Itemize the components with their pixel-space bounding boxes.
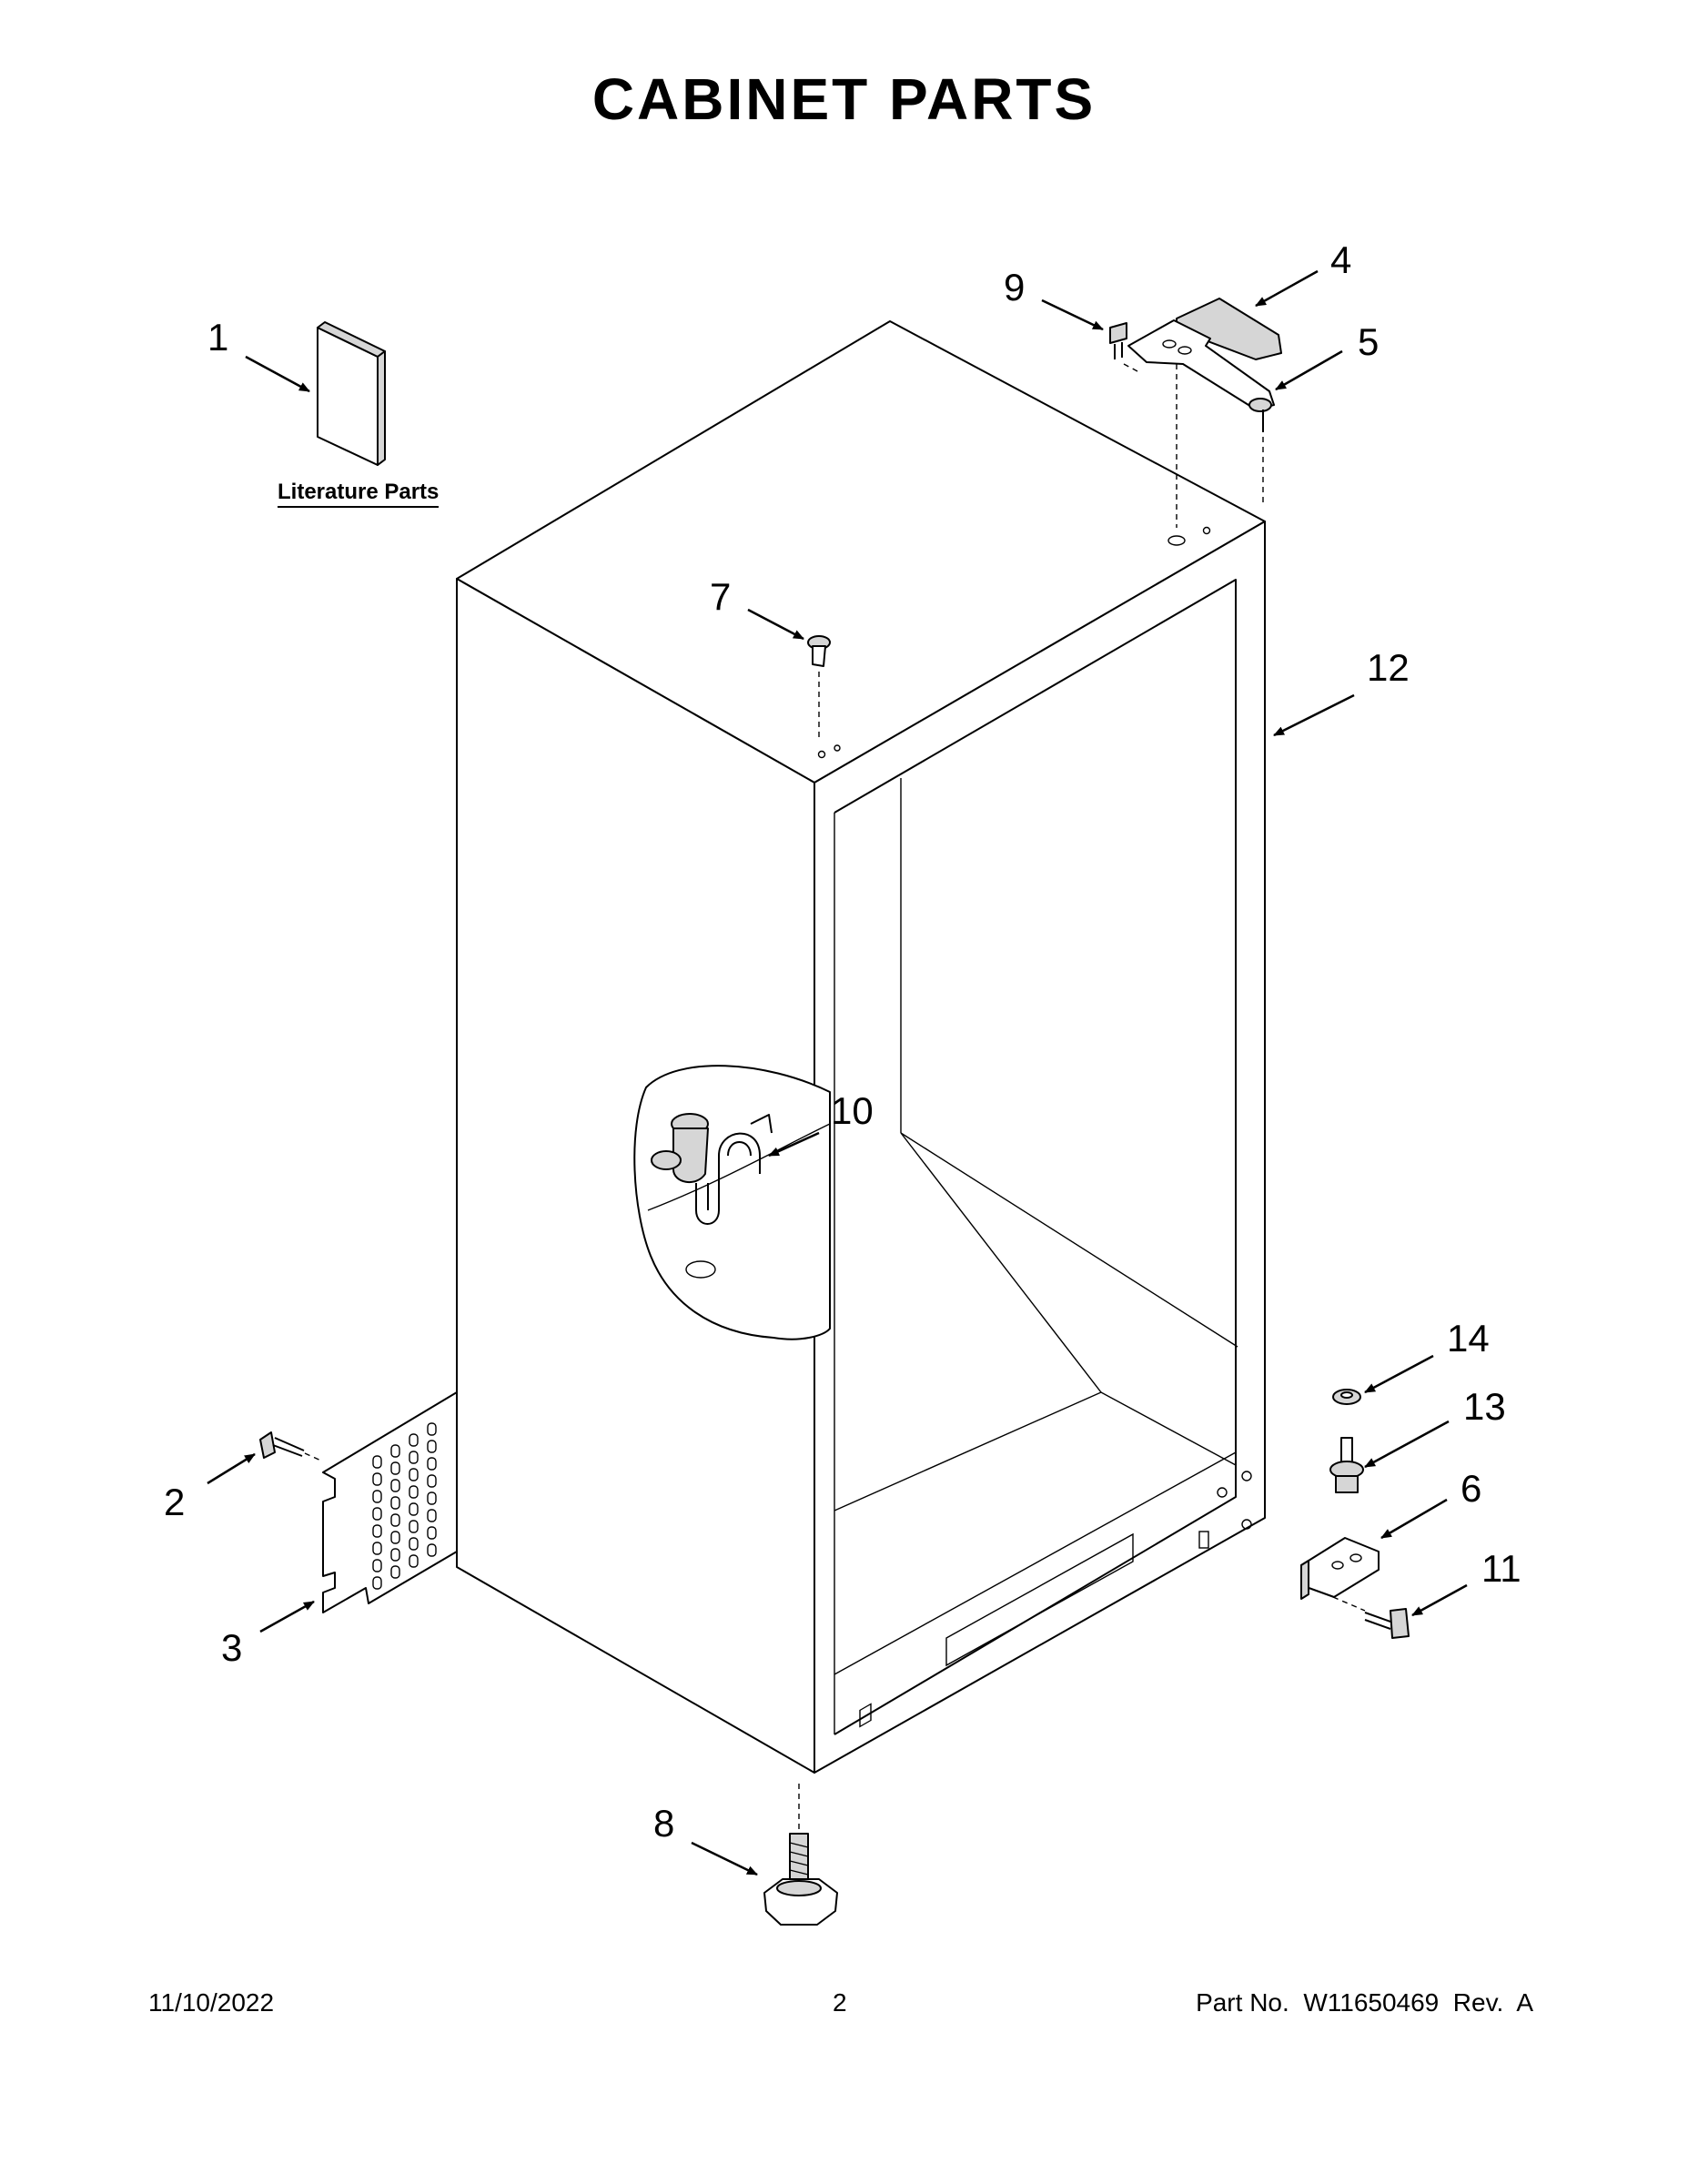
grille-louver [390,1461,400,1475]
grille-louver [409,1433,419,1447]
grille-louver [390,1565,400,1579]
callout-11: 11 [1411,1547,1521,1617]
grille-louver [372,1559,382,1572]
grille-louver [390,1531,400,1544]
svg-text:5: 5 [1358,320,1379,363]
washer [1332,1389,1361,1405]
rear-grille [322,1391,458,1613]
grille-louver [409,1485,419,1499]
grille-louver [372,1542,382,1555]
grille-louver [427,1422,437,1436]
grille-louver [372,1472,382,1486]
grille-louver [390,1496,400,1510]
grille-louver [409,1451,419,1464]
callout-3: 3 [221,1600,315,1669]
svg-text:3: 3 [221,1626,242,1669]
callout-7: 7 [710,575,804,641]
footer-date: 11/10/2022 [148,1988,275,2017]
svg-text:9: 9 [1004,266,1025,308]
grille-louver [409,1537,419,1551]
svg-text:13: 13 [1463,1385,1506,1428]
svg-text:12: 12 [1367,646,1410,689]
footer-part-number: Part No. W11650469 Rev. A [1196,1988,1533,2017]
grille-louver [390,1548,400,1562]
grille-louver [372,1490,382,1503]
grille-louver [427,1526,437,1540]
grille-louver [372,1507,382,1521]
bottom-hinge [1300,1537,1380,1612]
svg-text:7: 7 [710,575,731,618]
grille-louver [390,1513,400,1527]
callout-9: 9 [1004,266,1104,331]
grille-louver [427,1543,437,1557]
grille-louver [427,1440,437,1453]
grille-louver [427,1474,437,1488]
screw-right [1364,1608,1410,1639]
callout-10: 10 [768,1089,874,1158]
callout-13: 13 [1364,1385,1506,1469]
footer-page-number: 2 [833,1988,847,2017]
grille-louver [372,1524,382,1538]
top-hinge-assembly [1109,298,1282,528]
grille-louver [372,1455,382,1469]
callout-1: 1 [207,316,310,393]
leveling-leg [763,1784,838,1926]
callout-12: 12 [1273,646,1410,737]
callout-5: 5 [1275,320,1379,391]
svg-text:2: 2 [164,1481,185,1523]
svg-text:14: 14 [1447,1317,1490,1360]
drain-assembly [651,1113,773,1225]
grille-louver [409,1520,419,1533]
svg-text:11: 11 [1481,1547,1521,1590]
grille-louver [372,1576,382,1590]
svg-text:4: 4 [1330,238,1351,281]
literature-book [317,321,386,466]
callout-8: 8 [653,1802,758,1876]
grille-louver [409,1554,419,1568]
callout-4: 4 [1255,238,1351,308]
grille-louver [427,1491,437,1505]
grille-louver [409,1468,419,1481]
cabinet-body [456,320,1266,1774]
hinge-pin [1329,1437,1364,1493]
screw-left [259,1431,324,1462]
grille-louver [427,1509,437,1522]
grille-louver [427,1457,437,1471]
svg-text:10: 10 [831,1089,874,1132]
callout-2: 2 [164,1452,256,1523]
svg-text:8: 8 [653,1802,674,1845]
svg-text:6: 6 [1461,1467,1481,1510]
literature-parts-label: Literature Parts [278,480,439,504]
grille-louver [390,1444,400,1458]
page-title: CABINET PARTS [591,66,1097,132]
plug [807,635,831,742]
svg-text:1: 1 [207,316,228,359]
grille-louver [390,1479,400,1492]
callout-14: 14 [1364,1317,1490,1394]
callout-6: 6 [1380,1467,1481,1540]
grille-louver [409,1502,419,1516]
